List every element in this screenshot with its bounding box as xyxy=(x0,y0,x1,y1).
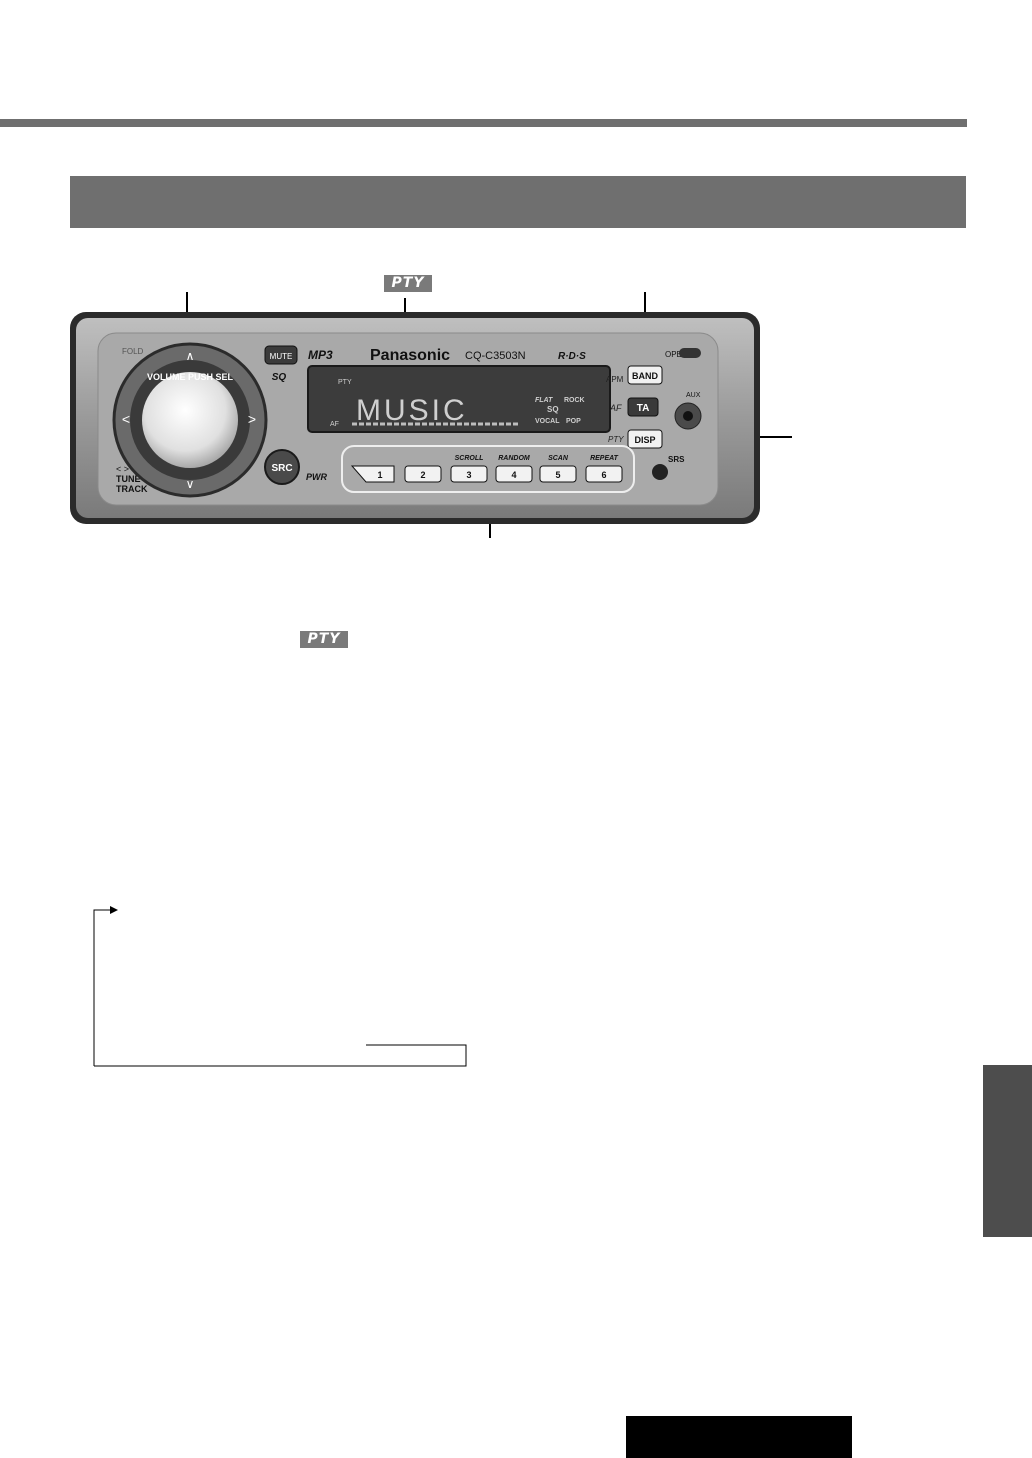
preset-button-2[interactable]: 2 xyxy=(404,465,442,483)
brand-logo: Panasonic xyxy=(370,347,450,364)
loop-line-left xyxy=(93,909,110,1066)
label-pty-side: PTY xyxy=(608,435,624,444)
svg-text:BAND: BAND xyxy=(632,371,658,381)
svg-text:DISP: DISP xyxy=(634,435,655,445)
preset-button-3[interactable]: 3 xyxy=(450,465,488,483)
label-apm: APM xyxy=(606,375,624,384)
svg-text:SRC: SRC xyxy=(271,463,292,474)
right-arrow-icon: > xyxy=(248,411,256,427)
section-header-bar xyxy=(70,176,966,228)
label-sq: SQ xyxy=(272,372,287,383)
preset-label-5: SCAN xyxy=(548,455,569,462)
car-stereo-illustration: FOLD < > TUNE TRACK VOLUME PUSH SEL ∧ ∨ … xyxy=(70,292,792,538)
preset-button-6[interactable]: 6 xyxy=(585,465,623,483)
preset-button-4[interactable]: 4 xyxy=(495,465,533,483)
preset-label-4: RANDOM xyxy=(498,455,530,462)
svg-text:6: 6 xyxy=(601,470,606,480)
preset-label-3: SCROLL xyxy=(455,455,484,462)
pty-badge-inline: PTY xyxy=(300,631,348,648)
svg-text:2: 2 xyxy=(420,470,425,480)
svg-text:5: 5 xyxy=(555,470,560,480)
svg-text:1: 1 xyxy=(377,470,382,480)
svg-text:4: 4 xyxy=(511,470,516,480)
disp-button[interactable] xyxy=(627,429,663,449)
display-pty: PTY xyxy=(338,379,352,386)
page-number-box xyxy=(626,1416,852,1458)
label-tune: TUNE xyxy=(116,474,141,484)
preset-label-6: REPEAT xyxy=(590,455,619,462)
src-button[interactable] xyxy=(264,449,300,485)
label-aux: AUX xyxy=(686,392,701,399)
svg-text:3: 3 xyxy=(466,470,471,480)
label-mp3: MP3 xyxy=(308,348,333,362)
volume-dial[interactable]: VOLUME PUSH SEL ∧ ∨ < > xyxy=(112,342,268,498)
loop-line-bottom xyxy=(94,1044,467,1067)
rds-logo: R·D·S xyxy=(558,351,586,362)
display-af: AF xyxy=(330,421,339,428)
remote-sensor xyxy=(652,464,668,480)
band-button[interactable] xyxy=(627,365,663,385)
display-main: MUSIC xyxy=(356,394,468,427)
arrow-head-icon xyxy=(110,906,118,914)
model-number: CQ-C3503N xyxy=(465,350,526,362)
display-sq: SQ xyxy=(547,405,559,414)
label-fold: FOLD xyxy=(122,347,144,356)
label-open: OPEN xyxy=(665,350,688,359)
down-arrow-icon: ∨ xyxy=(186,477,195,491)
up-arrow-icon: ∧ xyxy=(186,349,195,363)
open-button[interactable] xyxy=(679,348,701,358)
display-pop: POP xyxy=(566,418,581,425)
preset-area-outline xyxy=(341,445,635,493)
volume-knob xyxy=(142,372,238,468)
svg-text:VOLUME PUSH SEL: VOLUME PUSH SEL xyxy=(147,372,234,382)
label-pwr: PWR xyxy=(306,472,327,482)
mute-button[interactable] xyxy=(264,345,298,365)
left-arrow-icon: < xyxy=(122,411,130,427)
svg-text:TA: TA xyxy=(637,403,650,414)
pty-badge-top: PTY xyxy=(384,275,432,292)
svg-text:MUTE: MUTE xyxy=(270,352,293,361)
display-vocal: VOCAL xyxy=(535,418,560,425)
srs-logo: SRS xyxy=(668,455,685,464)
display-rock: ROCK xyxy=(564,397,585,404)
lcd-display: PTY MUSIC AF FLAT ROCK SQ VOCAL POP xyxy=(307,365,611,433)
chapter-side-tab xyxy=(983,1065,1032,1237)
top-rule xyxy=(0,119,967,127)
preset-button-1[interactable]: 1 xyxy=(350,465,395,483)
label-track: TRACK xyxy=(116,484,148,494)
display-cycle-diagram xyxy=(93,906,467,1067)
display-flat: FLAT xyxy=(535,397,553,404)
label-af: AF xyxy=(609,403,622,413)
preset-button-5[interactable]: 5 xyxy=(539,465,577,483)
ta-button[interactable] xyxy=(627,397,659,417)
label-tune-arrows: < > xyxy=(116,464,129,474)
